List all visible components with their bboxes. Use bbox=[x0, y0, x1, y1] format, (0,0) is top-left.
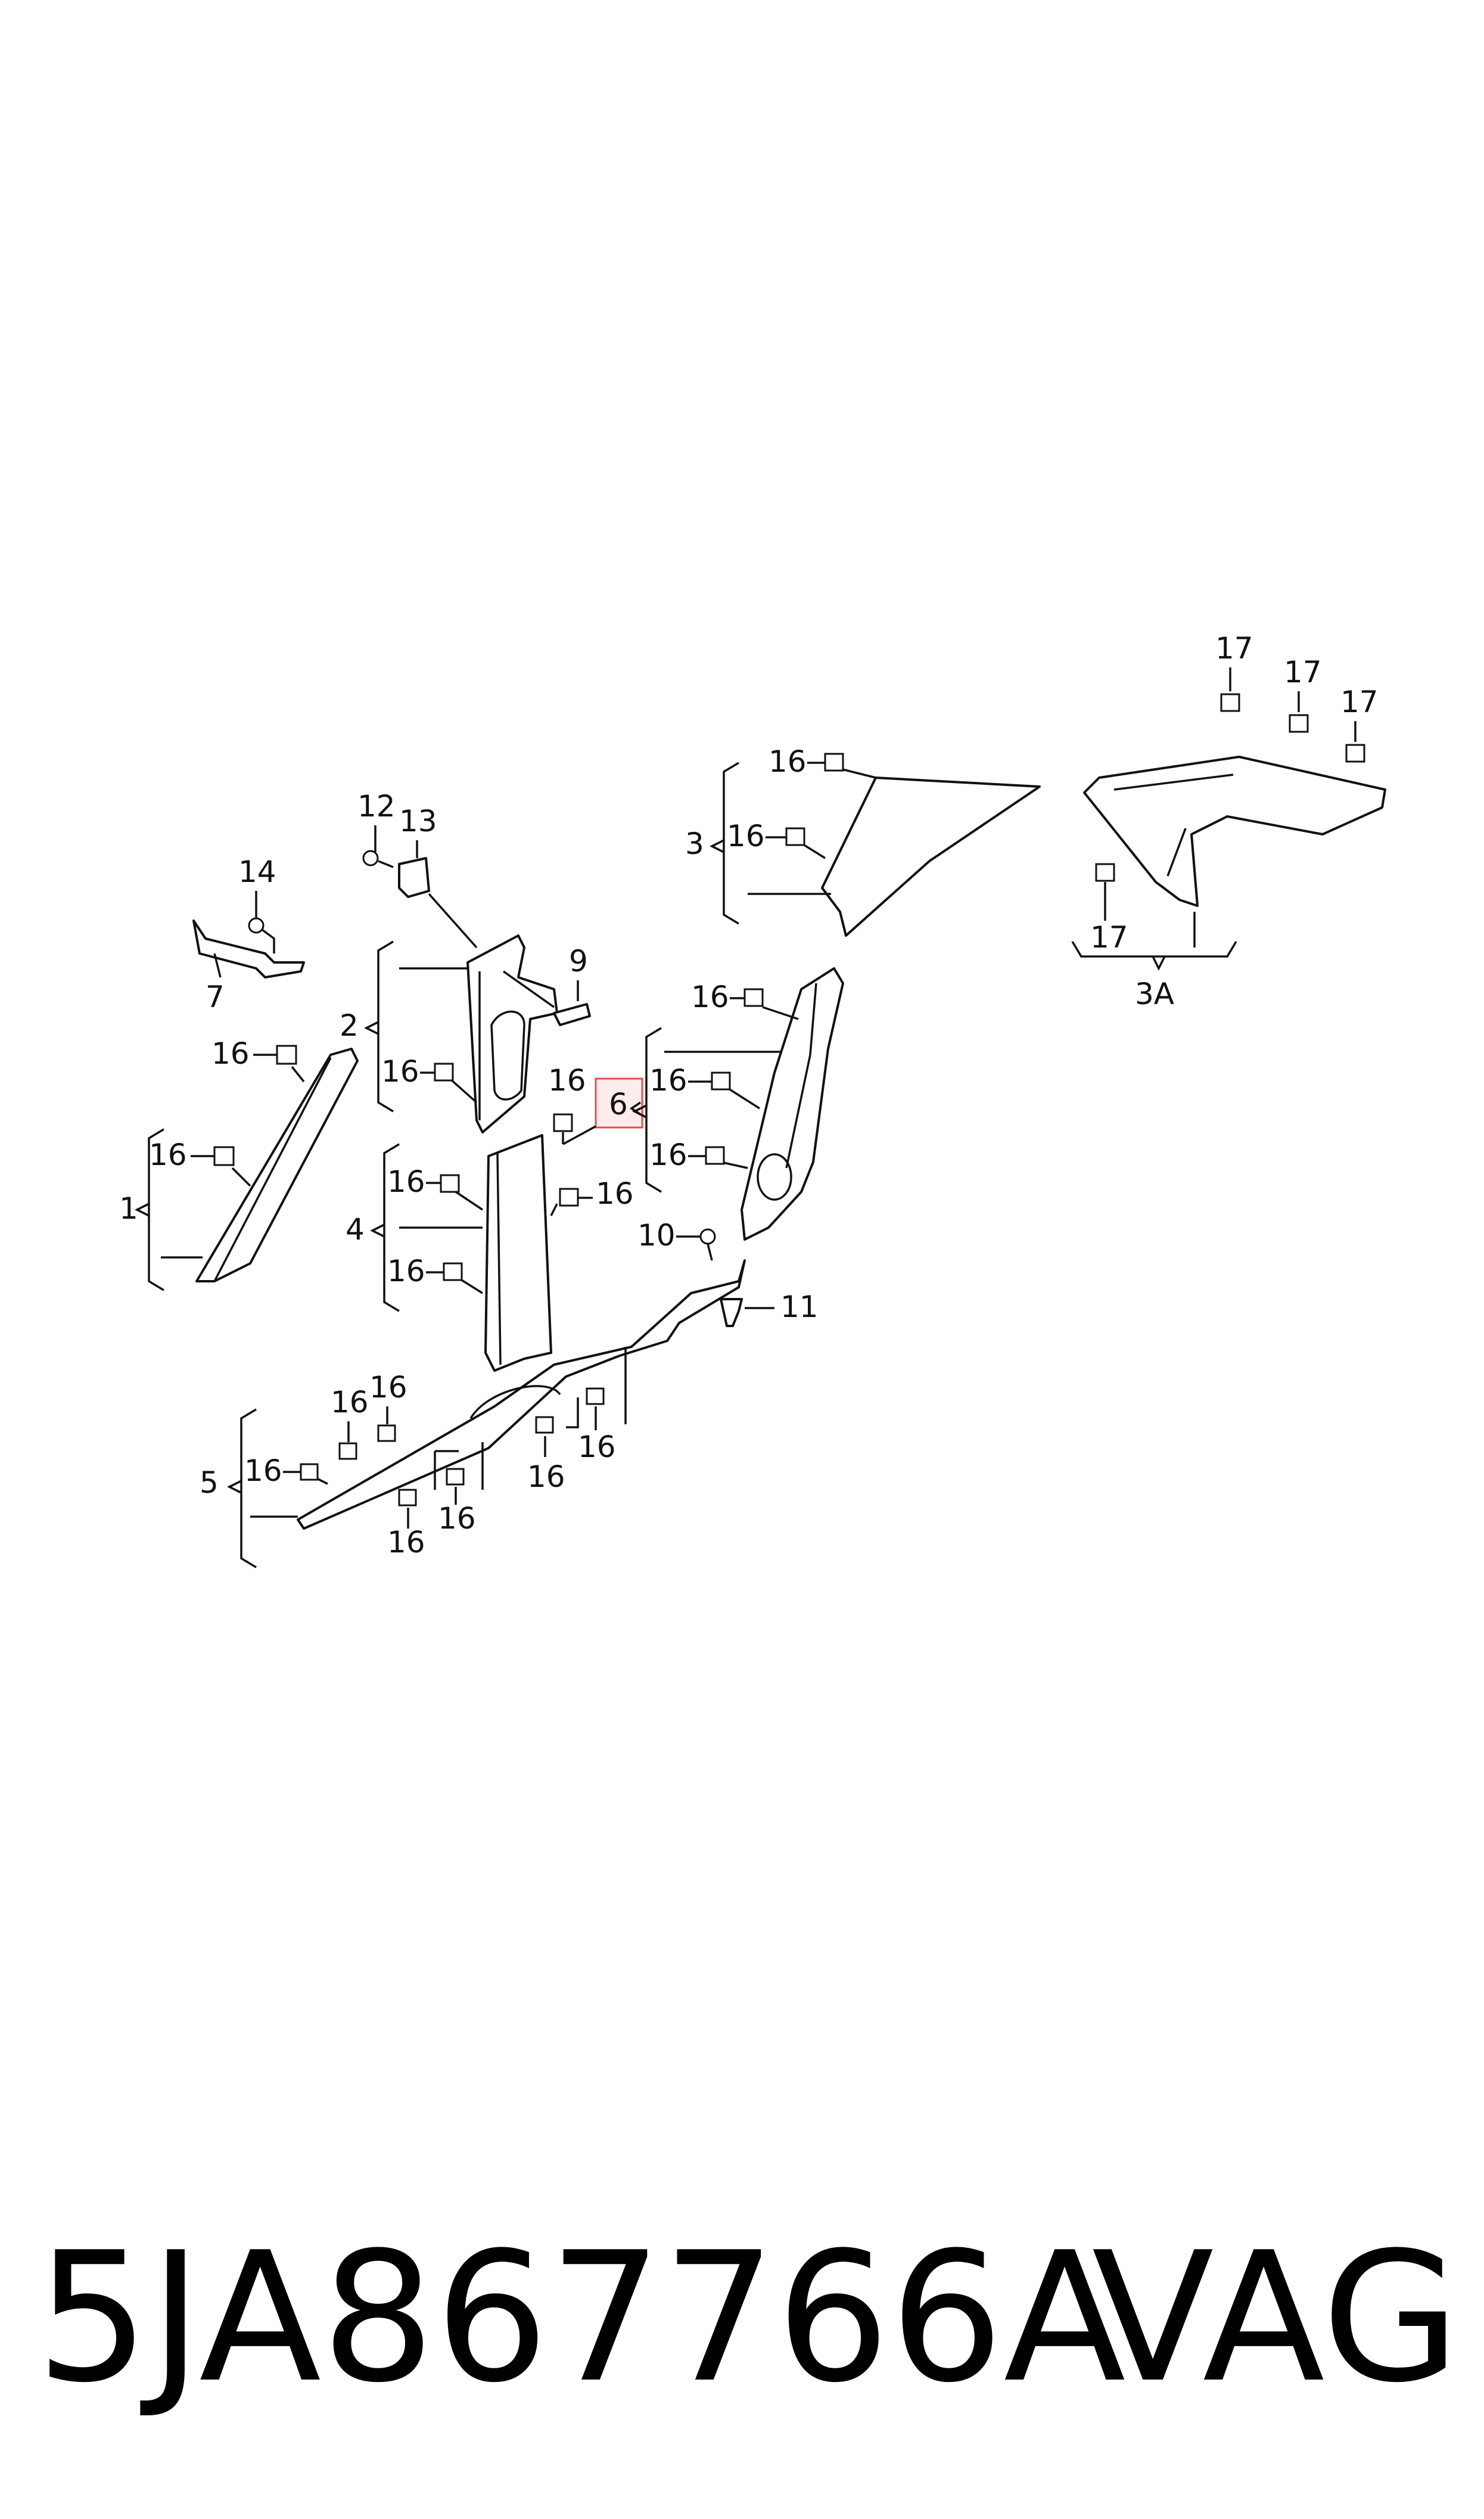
label-17: 17 bbox=[1215, 631, 1253, 666]
clip-icon bbox=[824, 753, 844, 772]
screw-and-clip: 10 11 bbox=[637, 1218, 819, 1327]
clip-icon bbox=[553, 1113, 573, 1132]
clip-icon bbox=[440, 1174, 460, 1193]
clip-icon bbox=[276, 1045, 297, 1065]
clip-icon bbox=[398, 1489, 417, 1507]
label-16: 16 bbox=[578, 1430, 616, 1464]
clip-icon bbox=[720, 1298, 743, 1327]
clip-icon bbox=[535, 1416, 554, 1434]
label-16: 16 bbox=[149, 1138, 187, 1172]
screw-icon bbox=[699, 1228, 716, 1245]
b-pillar-upper-trim: 2 16 bbox=[340, 934, 558, 1133]
label-14: 14 bbox=[238, 855, 276, 889]
part-9: 9 bbox=[502, 944, 591, 1026]
b-pillar-lower-trim: 4 16 16 16 bbox=[346, 1134, 634, 1372]
label-12: 12 bbox=[357, 789, 396, 824]
cap-icon bbox=[398, 857, 430, 898]
c-pillar-trim: 16 16 16 bbox=[632, 967, 844, 1241]
sill-trim: 5 16 16 16 16 16 16 16 bbox=[200, 1259, 746, 1568]
label-16: 16 bbox=[381, 1054, 419, 1089]
screw-icon bbox=[362, 850, 379, 866]
label-16: 16 bbox=[769, 744, 807, 779]
label-6: 6 bbox=[609, 1087, 628, 1122]
clip-icon bbox=[586, 1387, 605, 1405]
label-16: 16 bbox=[387, 1525, 425, 1560]
screw-and-cap: 12 13 bbox=[357, 789, 478, 949]
part-number: 5JA867766A bbox=[36, 2214, 1126, 2422]
label-10: 10 bbox=[637, 1218, 676, 1253]
clip-icon bbox=[743, 988, 764, 1007]
bracket: 7 14 bbox=[192, 855, 305, 1014]
clip-icon bbox=[434, 1063, 454, 1082]
screw-icon bbox=[248, 917, 265, 934]
label-11: 11 bbox=[780, 1290, 819, 1324]
label-16: 16 bbox=[596, 1176, 634, 1211]
clip-icon bbox=[1345, 744, 1365, 763]
label-16: 16 bbox=[331, 1385, 369, 1420]
label-16: 16 bbox=[387, 1254, 425, 1288]
label-2: 2 bbox=[340, 1008, 359, 1043]
label-17: 17 bbox=[1090, 920, 1128, 955]
clip-icon bbox=[1289, 714, 1309, 733]
clip-icon bbox=[377, 1424, 396, 1442]
label-16: 16 bbox=[691, 980, 729, 1014]
label-16: 16 bbox=[211, 1036, 250, 1071]
upper-quarter-trim: 3 16 16 bbox=[685, 744, 1041, 937]
a-pillar-trim: 1 16 16 bbox=[119, 1036, 359, 1291]
clip-icon bbox=[213, 1146, 235, 1166]
clip-icon bbox=[446, 1468, 465, 1486]
label-16: 16 bbox=[527, 1459, 565, 1494]
label-16: 16 bbox=[548, 1063, 586, 1098]
label-3: 3 bbox=[685, 827, 704, 861]
label-16: 16 bbox=[244, 1453, 282, 1488]
clip-icon bbox=[443, 1262, 463, 1281]
clip-icon bbox=[785, 827, 805, 846]
label-16: 16 bbox=[369, 1370, 407, 1405]
clip-icon bbox=[559, 1188, 579, 1207]
label-16: 16 bbox=[438, 1501, 476, 1536]
label-4: 4 bbox=[346, 1212, 365, 1247]
label-5: 5 bbox=[200, 1465, 219, 1500]
label-13: 13 bbox=[399, 804, 437, 838]
rear-upper-trim: 3A 17 17 17 17 bbox=[1071, 631, 1386, 1011]
label-1: 1 bbox=[119, 1191, 138, 1226]
label-3A: 3A bbox=[1135, 977, 1174, 1011]
label-16: 16 bbox=[727, 819, 765, 853]
clip-icon bbox=[1220, 693, 1240, 712]
label-7: 7 bbox=[206, 980, 225, 1014]
label-17: 17 bbox=[1340, 685, 1379, 719]
clip-icon bbox=[300, 1463, 319, 1481]
brand-name: VAG bbox=[1091, 2214, 1460, 2422]
label-16: 16 bbox=[649, 1138, 687, 1172]
label-9: 9 bbox=[569, 944, 588, 979]
part-6-highlight[interactable]: 6 16 bbox=[548, 1063, 643, 1145]
clip-icon bbox=[338, 1442, 357, 1460]
clip-icon bbox=[711, 1071, 731, 1091]
label-16: 16 bbox=[649, 1063, 687, 1098]
label-16: 16 bbox=[387, 1164, 425, 1199]
clip-icon bbox=[1095, 863, 1115, 882]
clip-icon bbox=[705, 1146, 725, 1165]
label-17: 17 bbox=[1284, 655, 1322, 689]
